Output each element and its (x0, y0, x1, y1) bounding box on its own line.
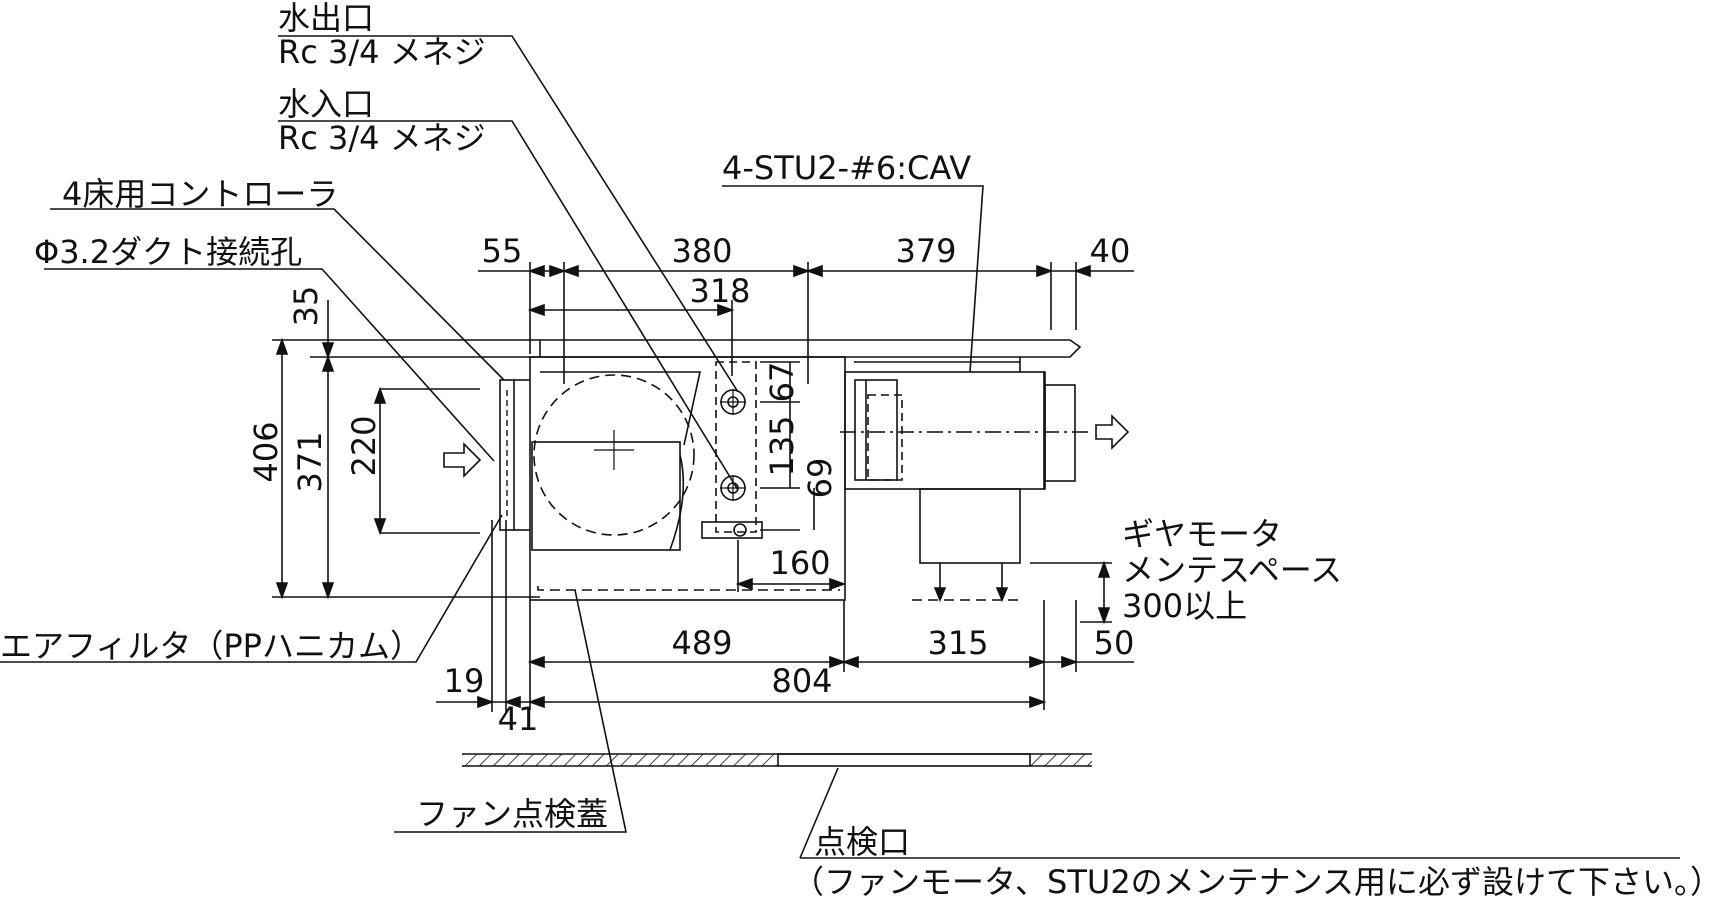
dim-318: 318 (689, 272, 751, 310)
dim-35: 35 (287, 285, 325, 327)
dim-40: 40 (1089, 232, 1131, 270)
dim-69: 69 (801, 457, 839, 499)
gear-motor-label-3: 300以上 (1122, 587, 1248, 625)
water-inlet-thread-label: Rc 3/4 メネジ (278, 119, 486, 157)
dim-489: 489 (671, 624, 733, 662)
dim-379: 379 (895, 232, 957, 270)
water-outlet-label: 水出口 (278, 0, 375, 37)
dim-55: 55 (481, 232, 523, 270)
dim-41: 41 (497, 700, 539, 738)
dim-135: 135 (763, 415, 801, 477)
inspection-port-label: 点検口 (814, 823, 911, 861)
dim-315: 315 (927, 624, 989, 662)
dim-19: 19 (443, 662, 485, 700)
dim-804: 804 (771, 662, 833, 700)
ceiling (462, 753, 1092, 767)
leader-lines (0, 35, 1680, 859)
dim-160: 160 (769, 544, 831, 582)
gear-motor-label-1: ギヤモータ (1122, 515, 1283, 553)
gear-motor-label-2: メンテスペース (1122, 551, 1343, 589)
dim-50: 50 (1093, 624, 1135, 662)
bottom-dimensions (436, 520, 1134, 712)
dim-380: 380 (671, 232, 733, 270)
duct-hole-label: Φ3.2ダクト接続孔 (34, 233, 303, 271)
left-dimensions (272, 300, 540, 600)
water-outlet-thread-label: Rc 3/4 メネジ (278, 33, 486, 71)
top-dimensions (478, 262, 1134, 384)
inspection-note: （ファンモータ、STU2のメンテナンス用に必ず設けて下さい。） (792, 863, 1722, 901)
dim-406: 406 (247, 421, 285, 483)
unit-drawing (0, 35, 1680, 859)
controller-label: 4床用コントローラ (62, 175, 339, 213)
water-inlet-label: 水入口 (278, 85, 375, 123)
dim-220: 220 (345, 415, 383, 477)
air-filter-label: エアフィルタ（PPハニカム） (0, 627, 422, 665)
stu2-label: 4-STU2-#6:CAV (722, 149, 972, 187)
unit-body (443, 339, 1130, 625)
dim-371: 371 (291, 431, 329, 493)
fan-cover-label: ファン点検蓋 (416, 795, 609, 833)
dim-67: 67 (763, 361, 801, 403)
